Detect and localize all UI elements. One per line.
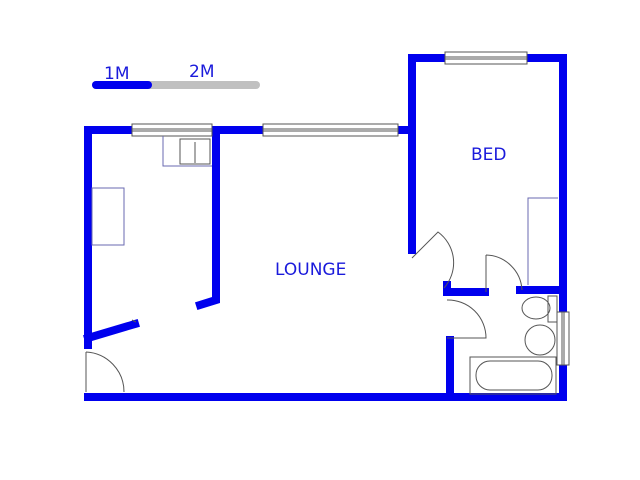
window-lounge — [262, 123, 399, 137]
window-bathroom — [556, 311, 570, 366]
door-bathroom — [485, 254, 523, 292]
basin — [524, 324, 556, 356]
scale-label-1m: 1M — [104, 64, 130, 84]
window-bed — [444, 51, 528, 65]
bed-cupboard — [527, 197, 558, 285]
window-kitchen — [131, 123, 213, 137]
walls — [83, 54, 567, 401]
room-label-lounge: LOUNGE — [275, 260, 347, 280]
room-label-bed: BED — [471, 145, 507, 165]
toilet — [521, 296, 551, 320]
door-bed — [411, 231, 455, 289]
scale-label-2m: 2M — [189, 62, 215, 82]
kitchen-cupboard — [91, 187, 125, 246]
kitchen-sink — [179, 138, 211, 165]
fixtures — [91, 136, 558, 395]
kitchen-counter — [162, 136, 212, 167]
windows — [131, 51, 570, 366]
bathtub — [469, 356, 557, 395]
doors — [85, 231, 523, 393]
door-lounge-bath — [446, 299, 487, 339]
door-entrance — [85, 351, 125, 393]
